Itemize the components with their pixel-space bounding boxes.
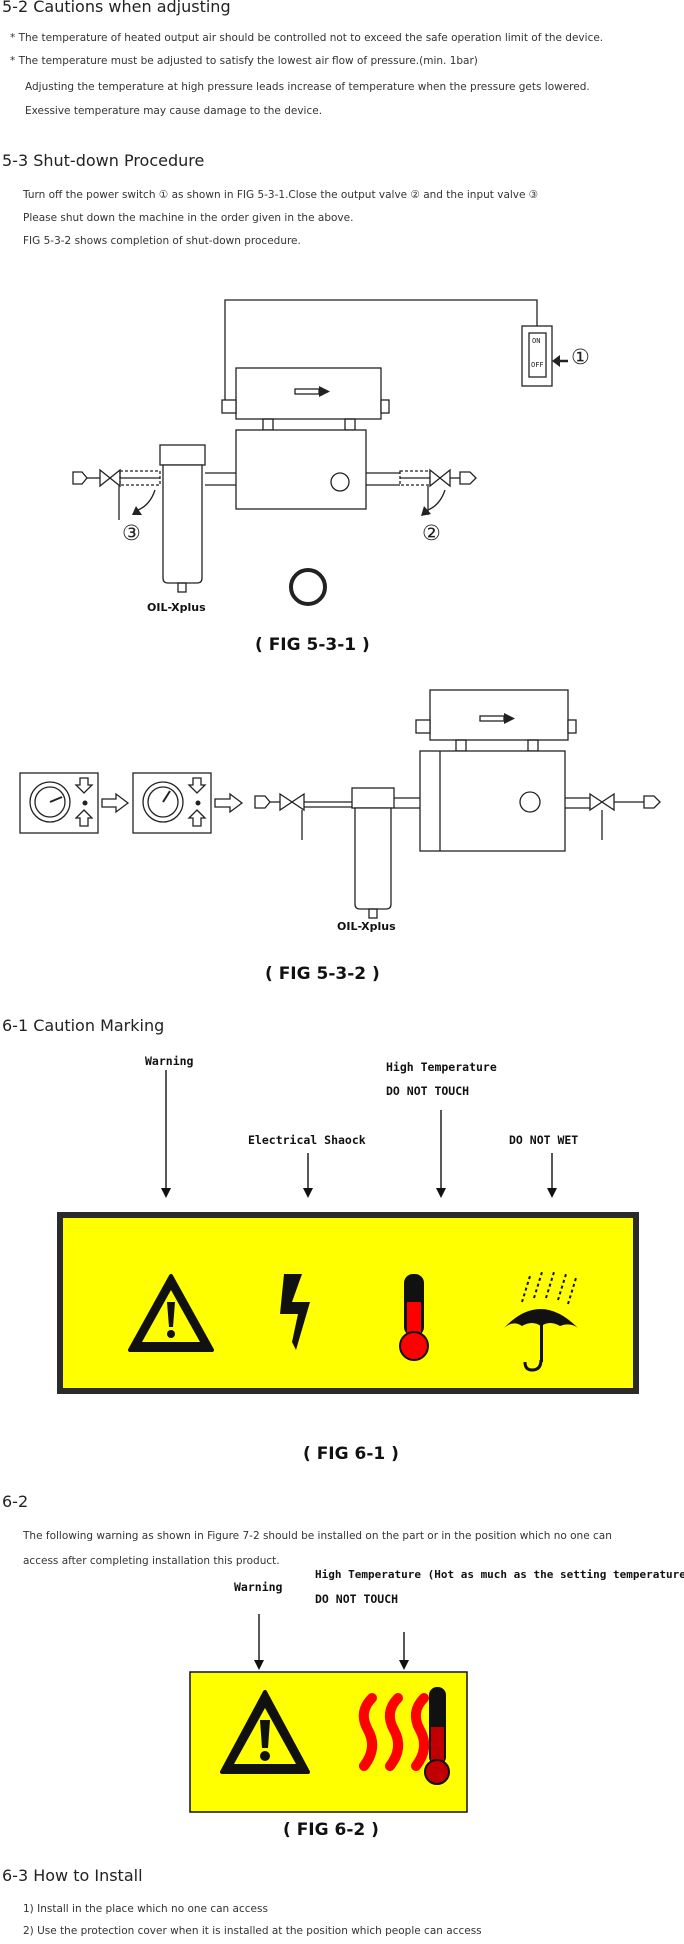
caption-fig-6-2: ( FIG 6-2 ) [283, 1820, 379, 1840]
filter-label: OIL-Xplus [337, 920, 396, 933]
text-line: Adjusting the temperature at high pressu… [25, 81, 590, 93]
caption-fig-6-1: ( FIG 6-1 ) [303, 1444, 399, 1464]
marker-3: ③ [122, 521, 141, 545]
label-do-not-wet: DO NOT WET [509, 1133, 579, 1147]
text-line: 1) Install in the place which no one can… [23, 1903, 268, 1915]
heading-5-2: 5-2 Cautions when adjusting [2, 0, 231, 16]
caption-fig-5-3-1: ( FIG 5-3-1 ) [255, 635, 370, 655]
heading-6-2: 6-2 [2, 1492, 29, 1511]
label-warning: Warning [234, 1580, 283, 1594]
label-warning: Warning [145, 1054, 194, 1068]
marker-1: ① [571, 345, 590, 369]
label-high-temperature: High Temperature (Hot as much as the set… [315, 1568, 684, 1581]
text-line: FIG 5-3-2 shows completion of shut-down … [23, 235, 301, 247]
fig-5-3-1-drawing [72, 299, 568, 606]
heading-6-1: 6-1 Caution Marking [2, 1016, 165, 1035]
text-line: Exessive temperature may cause damage to… [25, 105, 323, 117]
caption-fig-5-3-2: ( FIG 5-3-2 ) [265, 964, 380, 984]
text-line: * The temperature must be adjusted to sa… [10, 55, 478, 67]
switch-off-label: OFF [531, 361, 544, 369]
label-do-not-touch: DO NOT TOUCH [386, 1084, 470, 1098]
label-high-temperature: High Temperature [386, 1060, 497, 1074]
fig-5-3-2-drawing [19, 689, 661, 919]
fig-6-1-caution-label [57, 1070, 639, 1394]
label-do-not-touch: DO NOT TOUCH [315, 1592, 399, 1606]
label-electrical-shock: Electrical Shaock [248, 1133, 366, 1147]
marker-2: ② [422, 521, 441, 545]
heading-5-3: 5-3 Shut-down Procedure [2, 151, 205, 170]
filter-label: OIL-Xplus [147, 601, 206, 614]
heading-6-3: 6-3 How to Install [2, 1866, 143, 1885]
text-line: Turn off the power switch ① as shown in … [23, 189, 539, 201]
switch-on-label: ON [532, 337, 541, 345]
text-line: * The temperature of heated output air s… [10, 32, 604, 44]
text-line: 2) Use the protection cover when it is i… [23, 1925, 482, 1937]
fig-6-2-caution-label [189, 1614, 468, 1813]
text-line: access after completing installation thi… [23, 1555, 280, 1567]
text-line: The following warning as shown in Figure… [23, 1530, 612, 1542]
text-line: Please shut down the machine in the orde… [23, 212, 354, 224]
